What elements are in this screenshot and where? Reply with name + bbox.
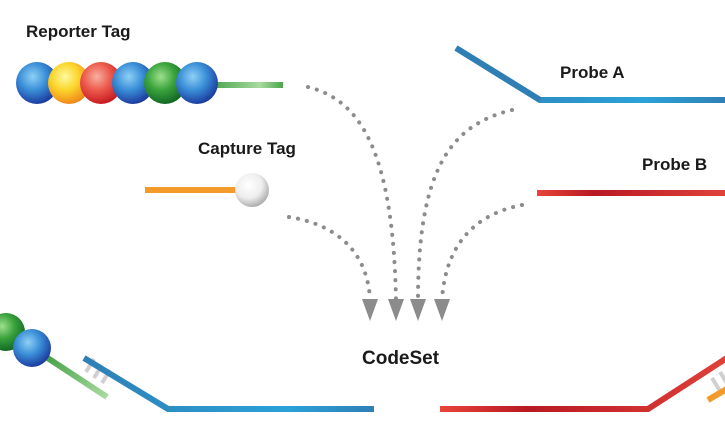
arrowhead-2 <box>388 299 404 321</box>
probe-a-label: Probe A <box>560 63 625 82</box>
probe-b-label: Probe B <box>642 155 707 174</box>
codeset-reporter-tail <box>38 350 109 400</box>
capture-tail <box>145 187 245 193</box>
arrowhead-3 <box>410 299 426 321</box>
probe-b <box>537 190 725 196</box>
codeset-probe-a <box>82 355 374 412</box>
codeset-bead-string <box>0 313 51 367</box>
reporter-bead-blue <box>112 62 154 104</box>
capture-tag-label: Capture Tag <box>198 139 296 158</box>
codeset-probe-b <box>440 355 725 412</box>
reporter-bead-green <box>144 62 186 104</box>
codeset-probe-b-assembly <box>440 355 725 412</box>
reporter-bead-blue <box>16 62 58 104</box>
reporter-tail <box>205 82 283 88</box>
arrowheads <box>362 299 450 321</box>
reporter-bead-yellow <box>48 62 90 104</box>
reporter-bead-red <box>80 62 122 104</box>
codeset-bead-blue <box>13 329 51 367</box>
capture-tag <box>145 173 269 207</box>
merge-arrows <box>287 85 524 302</box>
reporter-bead-string <box>16 62 218 104</box>
reporter-tag <box>16 62 283 104</box>
codeset-label: CodeSet <box>362 348 440 369</box>
arrow-path-reporter <box>306 85 398 302</box>
codeset-probe-a-assembly <box>0 313 374 412</box>
reporter-tag-label: Reporter Tag <box>26 22 131 41</box>
probe-a-arm <box>454 45 542 103</box>
arrowhead-4 <box>434 299 450 321</box>
arrow-path-probe-b <box>440 203 524 302</box>
hybridization-bars-b <box>710 370 725 393</box>
arrow-path-probe-a <box>416 108 514 302</box>
reporter-bead-blue <box>176 62 218 104</box>
capture-bead <box>235 173 269 207</box>
arrow-path-capture <box>287 215 372 302</box>
codeset-capture-tail <box>706 386 725 403</box>
arrowhead-1 <box>362 299 378 321</box>
